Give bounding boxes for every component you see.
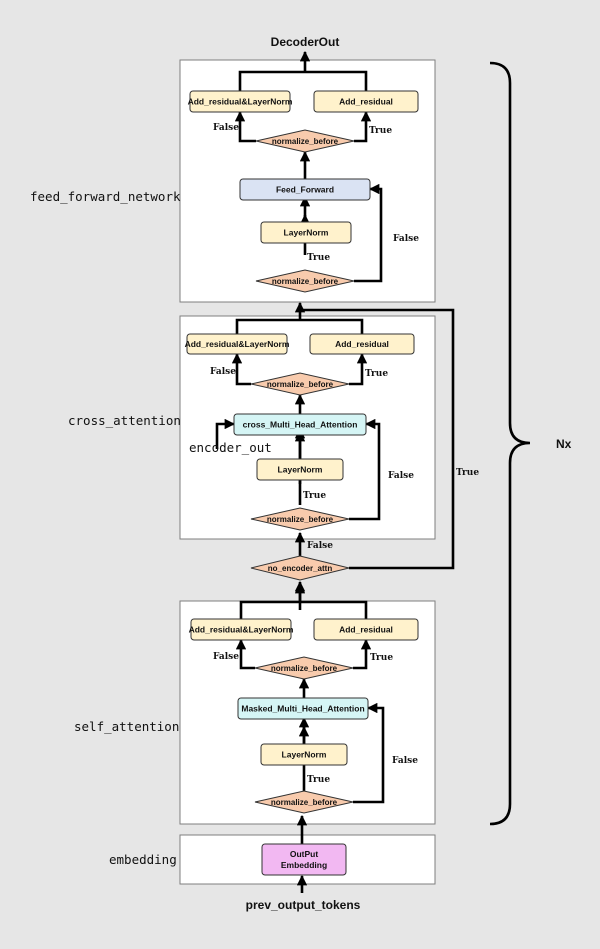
cross-multi-head-attention-box	[233, 413, 367, 436]
true-label: True	[370, 653, 393, 663]
normalize-before-decision	[250, 507, 350, 531]
edge	[354, 183, 383, 283]
normalize-before-decision	[254, 656, 354, 680]
add-residual-box	[309, 333, 415, 355]
normalize-before-label: normalize_before	[271, 664, 338, 673]
true-label: True	[303, 491, 326, 501]
normalize-before-label: normalize_before	[267, 380, 334, 389]
normalize-before-decision	[254, 790, 354, 814]
layernorm-label: LayerNorm	[284, 228, 329, 238]
false-label: False	[213, 652, 239, 662]
edge	[349, 352, 368, 386]
add-residual-layernorm-label: Add_residual&LayerNorm	[185, 339, 290, 349]
false-label: False	[392, 756, 418, 766]
edge	[238, 70, 368, 91]
add-residual-layernorm-label: Add_residual&LayerNorm	[189, 625, 294, 635]
edge	[353, 702, 385, 804]
edge	[354, 110, 372, 143]
edge	[215, 418, 236, 449]
edge	[300, 308, 455, 570]
false-label: False	[210, 367, 236, 377]
encoder-out-label: encoder_out	[189, 440, 272, 455]
edge	[349, 418, 381, 521]
true-label: True	[307, 775, 330, 785]
layernorm-box	[256, 458, 344, 481]
edge	[235, 638, 255, 670]
normalize-before-label: normalize_before	[272, 137, 339, 146]
prev-output-tokens-label: prev_output_tokens	[246, 898, 361, 912]
cross-multi-head-attention-label: cross_Multi_Head_Attention	[243, 420, 358, 430]
add-residual-label: Add_residual	[339, 97, 393, 107]
edge	[353, 638, 372, 670]
true-label: True	[369, 126, 392, 136]
add-residual-box	[313, 90, 419, 113]
edge	[234, 110, 256, 143]
true-label: True	[307, 253, 330, 263]
embedding-label: embedding	[109, 852, 177, 867]
layernorm-label: LayerNorm	[278, 465, 323, 475]
add-residual-layernorm-label: Add_residual&LayerNorm	[188, 97, 293, 107]
feed-forward-label: Feed_Forward	[276, 185, 334, 195]
false-label: False	[388, 471, 414, 481]
decoder-out-label: DecoderOut	[271, 35, 340, 49]
normalize-before-decision	[255, 129, 355, 153]
output-embedding-label-line2: Embedding	[281, 860, 327, 870]
normalize-before-decision	[250, 372, 350, 396]
add-residual-layernorm-box	[186, 333, 288, 355]
normalize-before-label: normalize_before	[271, 798, 338, 807]
add-residual-label: Add_residual	[339, 625, 393, 635]
layernorm-box	[260, 743, 348, 766]
output-embedding-label-line1: OutPut	[290, 849, 318, 859]
true-label: True	[456, 468, 479, 478]
normalize-before-label: normalize_before	[272, 277, 339, 286]
add-residual-label: Add_residual	[335, 339, 389, 349]
add-residual-box	[313, 618, 419, 641]
layernorm-label: LayerNorm	[282, 750, 327, 760]
masked-multi-head-attention-label: Masked_Multi_Head_Attention	[241, 704, 364, 714]
nx-brace	[489, 61, 531, 826]
add-residual-layernorm-box	[190, 618, 292, 641]
output-embedding-box	[261, 843, 347, 876]
normalize-before-label: normalize_before	[267, 515, 334, 524]
false-label: False	[393, 234, 419, 244]
masked-multi-head-attention-box	[237, 697, 369, 720]
nx-label: Nx	[556, 437, 572, 451]
self-attention-label: self_attention	[74, 719, 179, 734]
no-encoder-attn-label: no_encoder_attn	[268, 564, 333, 573]
feed-forward-box	[239, 178, 371, 201]
false-label: False	[213, 123, 239, 133]
normalize-before-decision	[255, 269, 355, 293]
cross-attention-label: cross_attention	[68, 413, 181, 428]
false-label: False	[307, 541, 333, 551]
feed-forward-network-label: feed_forward_network	[30, 189, 181, 204]
edge	[231, 352, 251, 386]
layernorm-box	[260, 221, 352, 244]
no-encoder-attn-decision	[250, 555, 350, 581]
edge	[239, 600, 368, 619]
true-label: True	[365, 369, 388, 379]
add-residual-layernorm-box	[189, 90, 291, 113]
